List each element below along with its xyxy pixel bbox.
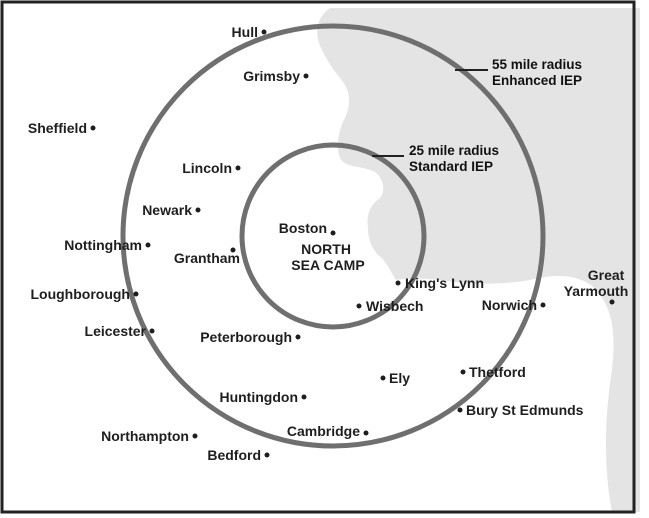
town-label-norwich: Norwich bbox=[482, 297, 537, 313]
town-dots bbox=[90, 29, 615, 458]
town-dot-huntingdon bbox=[301, 394, 307, 400]
north-sea-camp-label: NORTH SEA CAMP bbox=[291, 241, 364, 273]
town-label-bedford: Bedford bbox=[207, 447, 261, 463]
town-dot-nottingham bbox=[145, 242, 151, 248]
town-label-great: Great bbox=[588, 267, 625, 283]
town-label-thetford: Thetford bbox=[469, 364, 526, 380]
inner-radius-ring bbox=[239, 142, 427, 330]
inner-ring-callout: 25 mile radius Standard IEP bbox=[409, 143, 503, 174]
town-dot-great-yarmouth bbox=[609, 299, 615, 305]
town-label-peterborough: Peterborough bbox=[200, 329, 292, 345]
town-label-ely: Ely bbox=[389, 370, 410, 386]
town-dot-northampton bbox=[192, 433, 198, 439]
map-border bbox=[0, 0, 636, 514]
town-label-huntingdon: Huntingdon bbox=[219, 389, 298, 405]
town-dot-leicester bbox=[149, 328, 155, 334]
town-label-cambridge: Cambridge bbox=[287, 423, 360, 439]
sea-area bbox=[317, 8, 640, 512]
town-dot-norwich bbox=[540, 302, 546, 308]
town-label-great-yarmouth: Great Yarmouth bbox=[564, 267, 629, 299]
outer-ring-type: Enhanced IEP bbox=[492, 73, 582, 88]
inner-ring-type: Standard IEP bbox=[409, 159, 493, 174]
outer-ring-radius: 55 mile radius bbox=[492, 57, 582, 72]
town-label-newark: Newark bbox=[142, 202, 192, 218]
town-dot-thetford bbox=[460, 369, 466, 375]
town-dot-sheffield bbox=[90, 125, 96, 131]
town-dot-peterborough bbox=[295, 334, 301, 340]
outer-ring-callout: 55 mile radius Enhanced IEP bbox=[492, 57, 586, 88]
town-dot-grantham bbox=[230, 247, 236, 253]
town-label-sheffield: Sheffield bbox=[28, 120, 87, 136]
town-label-yarmouth: Yarmouth bbox=[564, 283, 629, 299]
town-label-grimsby: Grimsby bbox=[243, 68, 300, 84]
town-label-kings-lynn: King's Lynn bbox=[405, 275, 484, 291]
town-dot-bedford bbox=[264, 452, 270, 458]
town-dot-ely bbox=[380, 375, 386, 381]
town-dot-cambridge bbox=[363, 430, 369, 436]
town-label-bury: Bury St Edmunds bbox=[466, 402, 584, 418]
town-dot-newark bbox=[195, 207, 201, 213]
town-labels: Hull Grimsby Sheffield Lincoln Newark No… bbox=[28, 24, 628, 463]
town-label-boston: Boston bbox=[279, 220, 327, 236]
town-label-lincoln: Lincoln bbox=[182, 160, 232, 176]
town-dot-lincoln bbox=[235, 165, 241, 171]
town-dot-bury bbox=[457, 407, 463, 413]
outer-radius-ring bbox=[120, 23, 546, 449]
town-dot-boston bbox=[330, 230, 336, 236]
town-dot-loughborough bbox=[133, 291, 139, 297]
town-label-hull: Hull bbox=[232, 24, 258, 40]
town-dot-grimsby bbox=[303, 73, 309, 79]
town-label-nottingham: Nottingham bbox=[64, 237, 142, 253]
center-label-line2: SEA CAMP bbox=[291, 257, 364, 273]
town-label-grantham: Grantham bbox=[174, 250, 240, 266]
town-label-northampton: Northampton bbox=[101, 428, 189, 444]
town-label-wisbech: Wisbech bbox=[366, 298, 423, 314]
town-dot-hull bbox=[261, 29, 267, 35]
town-dot-wisbech bbox=[356, 303, 362, 309]
town-dot-kings-lynn bbox=[395, 280, 401, 286]
center-label-line1: NORTH bbox=[301, 241, 351, 257]
town-label-leicester: Leicester bbox=[85, 323, 147, 339]
town-label-loughborough: Loughborough bbox=[30, 286, 130, 302]
inner-ring-radius: 25 mile radius bbox=[409, 143, 499, 158]
